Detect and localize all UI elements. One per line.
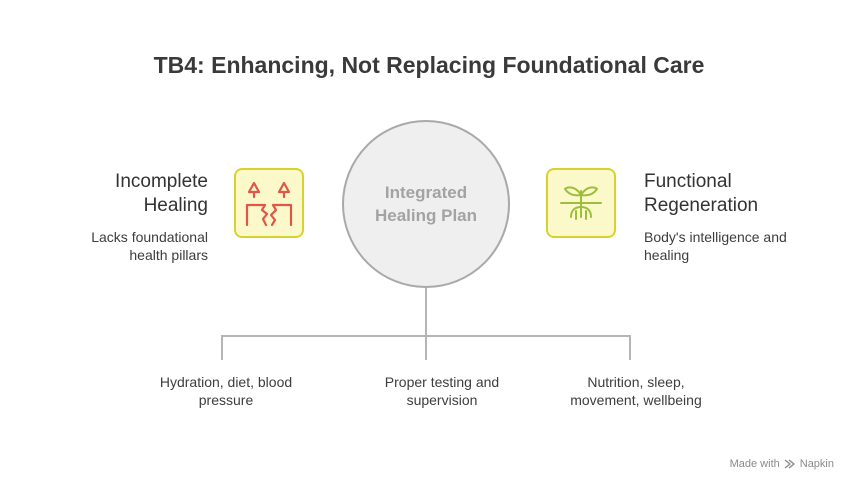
middle-drop-line (425, 335, 427, 360)
made-with-label: Made with (729, 458, 780, 470)
pillar-item: Nutrition, sleep, movement, wellbeing (551, 373, 721, 409)
left-title-line1: Incomplete (115, 171, 208, 192)
cracked-pillars-icon (245, 181, 293, 227)
pillar-2-line2: supervision (406, 392, 478, 408)
right-description: Body's intelligence and healing (644, 228, 834, 264)
left-desc-line1: Lacks foundational (91, 229, 208, 245)
left-description: Lacks foundational health pillars (40, 228, 208, 264)
right-icon-box (546, 168, 616, 238)
right-title-line2: Regeneration (644, 195, 759, 216)
pillar-item: Proper testing and supervision (357, 373, 527, 409)
right-drop-line (629, 335, 631, 360)
pillar-1-line1: Hydration, diet, blood (159, 374, 293, 390)
right-title-line1: Functional (644, 171, 732, 192)
napkin-logo-icon (784, 459, 795, 469)
napkin-brand-label: Napkin (799, 458, 834, 470)
right-title: Functional Regeneration (644, 170, 834, 218)
integrated-healing-plan-circle: Integrated Healing Plan (342, 120, 510, 288)
left-drop-line (221, 335, 223, 360)
sprouting-plant-icon (560, 186, 602, 220)
right-desc-line2: healing (644, 247, 690, 263)
page-title: TB4: Enhancing, Not Replacing Foundation… (153, 52, 705, 78)
pillar-2-line1: Proper testing and (384, 374, 500, 390)
center-label: Integrated Healing Plan (374, 183, 478, 225)
made-with-napkin-footer: Made with Napkin (730, 458, 834, 470)
pillar-3-line2: movement, wellbeing (570, 392, 702, 408)
right-desc-line1: Body's intelligence and (644, 229, 787, 245)
left-title-line2: Healing (143, 195, 208, 216)
center-stem-line (425, 288, 427, 336)
pillar-1-line2: pressure (198, 392, 254, 408)
pillar-item: Hydration, diet, blood pressure (141, 373, 311, 409)
left-icon-box (234, 168, 304, 238)
pillar-3-line1: Nutrition, sleep, (587, 374, 685, 390)
left-title: Incomplete Healing (60, 170, 208, 218)
left-desc-line2: health pillars (129, 247, 208, 263)
